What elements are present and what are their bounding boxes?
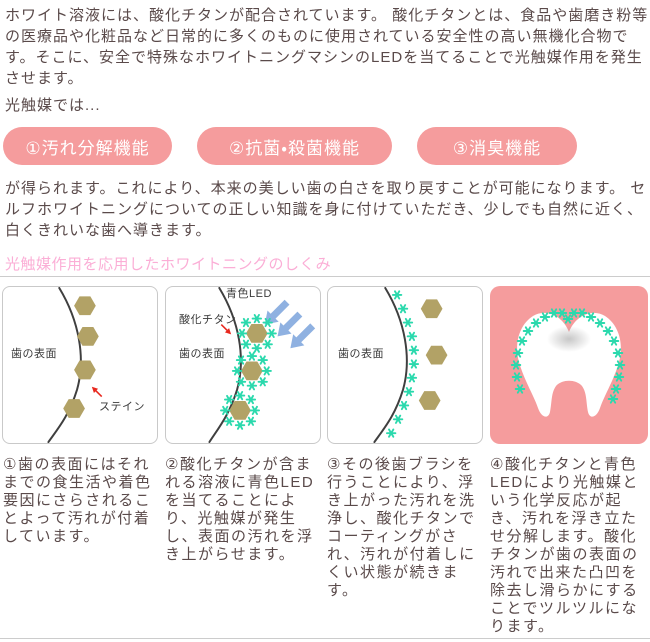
top-divider: [0, 276, 650, 277]
step-panel-1: 歯の表面 ステイン: [2, 286, 158, 444]
surface-label: 歯の表面: [338, 348, 384, 360]
surface-label: 歯の表面: [179, 348, 225, 360]
blue-led-label: 青色LED: [226, 288, 272, 300]
step-caption-1: ①歯の表面にはそれまでの食生活や着色要因にさらされることよって汚れが付着していま…: [3, 456, 152, 545]
lifted-stain-hexagons: [418, 299, 448, 410]
feature-badge-stain-decomposition: ①汚れ分解機能: [3, 127, 172, 165]
photocatalyst-lead: 光触媒では...: [5, 97, 101, 114]
stain-hexagons: [229, 324, 268, 420]
result-paragraph: が得られます。これにより、本来の美しい歯の白さを取り戻すことが可能になります。 …: [5, 180, 647, 239]
step-caption-2: ②酸化チタンが含まれる溶液に青色LEDを当てることにより、光触媒が発生し、表面の…: [165, 456, 315, 563]
step-panel-4: [490, 286, 648, 444]
bottom-divider: [0, 638, 650, 639]
section-heading: 光触媒作用を応用したホワイトニングのしくみ: [5, 256, 332, 273]
step-caption-4: ④酸化チタンと青色LEDにより光触媒という化学反応が起き、汚れを浮き立たせ分解し…: [490, 456, 639, 635]
step-caption-3: ③その後歯ブラシを行うことにより、浮き上がった汚れを洗浄し、酸化チタンでコーティ…: [327, 456, 476, 599]
tooth-surface-curve: [47, 287, 82, 443]
titanium-label: 酸化チタン: [179, 314, 237, 326]
tooth-icon: [517, 312, 621, 417]
intro-paragraph: ホワイト溶液には、酸化チタンが配合されています。 酸化チタンとは、食品や歯磨き粉…: [5, 7, 649, 87]
pointer-arrow-icon: [220, 323, 232, 335]
tooth-shade: [547, 326, 591, 352]
step-panel-2: 青色LED 酸化チタン 歯の表面: [165, 286, 321, 444]
feature-badge-deodorizing: ③消臭機能: [417, 127, 577, 165]
pointer-arrow-icon: [91, 386, 103, 398]
stain-label: ステイン: [99, 401, 145, 413]
feature-badge-antibacterial: ②抗菌・殺菌機能: [197, 127, 392, 165]
surface-label: 歯の表面: [11, 348, 57, 360]
step-panel-3: 歯の表面: [327, 286, 483, 444]
tooth-surface-curve: [373, 287, 408, 443]
